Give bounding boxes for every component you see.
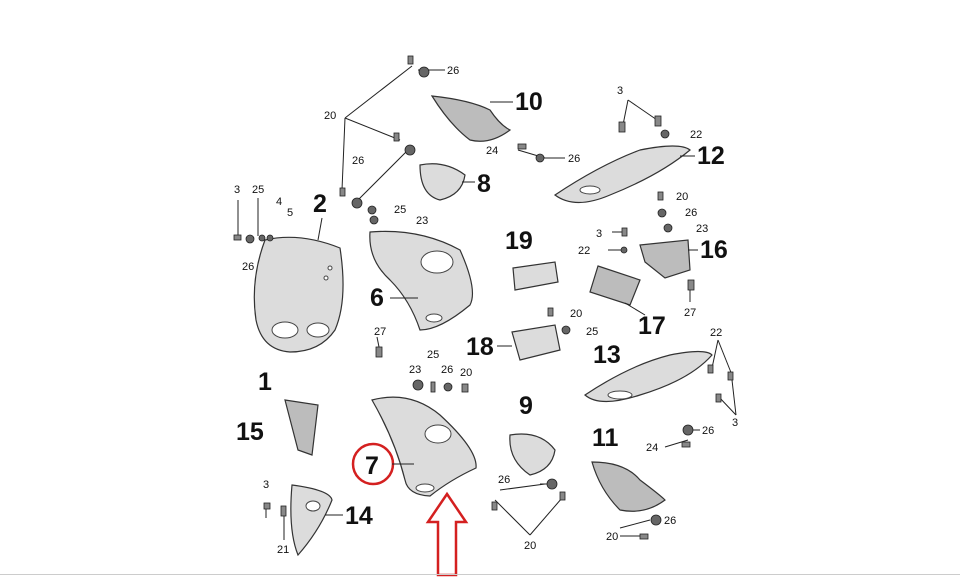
part-1-front-fairing xyxy=(253,236,344,353)
label-3: 3 xyxy=(596,228,602,240)
label-26: 26 xyxy=(568,153,580,165)
label-20: 20 xyxy=(524,540,536,552)
label-4: 4 xyxy=(276,196,282,208)
small-labels: 3 25 4 5 26 20 26 26 25 23 3 22 24 26 20… xyxy=(234,65,738,556)
part-13-side-cover xyxy=(584,350,713,403)
label-22: 22 xyxy=(578,245,590,257)
label-23: 23 xyxy=(416,215,428,227)
label-17: 17 xyxy=(638,312,666,340)
label-24: 24 xyxy=(486,145,498,157)
label-26: 26 xyxy=(242,261,254,273)
label-20: 20 xyxy=(324,110,336,122)
label-7: 7 xyxy=(365,452,379,480)
bottom-divider xyxy=(0,574,960,575)
label-26: 26 xyxy=(498,474,510,486)
label-26: 26 xyxy=(702,425,714,437)
label-20: 20 xyxy=(606,531,618,543)
label-8: 8 xyxy=(477,170,491,198)
label-3: 3 xyxy=(617,85,623,97)
label-26: 26 xyxy=(447,65,459,77)
label-23: 23 xyxy=(696,223,708,235)
label-16: 16 xyxy=(700,236,728,264)
label-12: 12 xyxy=(697,142,725,170)
part-17-mesh xyxy=(589,265,641,306)
part-10-tail-side xyxy=(430,95,512,142)
label-11: 11 xyxy=(592,424,619,452)
label-6: 6 xyxy=(370,284,384,312)
label-18: 18 xyxy=(466,333,494,361)
label-20: 20 xyxy=(676,191,688,203)
label-26: 26 xyxy=(685,207,697,219)
label-26: 26 xyxy=(441,364,453,376)
label-10: 10 xyxy=(515,88,543,116)
label-1: 1 xyxy=(258,368,272,396)
part-7-side-panel-lower xyxy=(371,396,477,497)
label-27: 27 xyxy=(684,307,696,319)
label-3: 3 xyxy=(732,417,738,429)
label-25: 25 xyxy=(586,326,598,338)
part-18-tray xyxy=(511,324,561,361)
label-24: 24 xyxy=(646,442,658,454)
part-6-side-panel-upper xyxy=(369,230,473,331)
label-5: 5 xyxy=(287,207,293,219)
label-23: 23 xyxy=(409,364,421,376)
label-3: 3 xyxy=(263,479,269,491)
part-12-tail-cowl xyxy=(553,145,691,204)
label-26: 26 xyxy=(352,155,364,167)
part-19-box xyxy=(512,261,559,291)
label-25: 25 xyxy=(427,349,439,361)
label-25: 25 xyxy=(394,204,406,216)
label-26: 26 xyxy=(664,515,676,527)
label-15: 15 xyxy=(236,418,264,446)
leader-lines xyxy=(237,65,737,540)
label-22: 22 xyxy=(710,327,722,339)
part-15-air-duct xyxy=(284,399,319,456)
label-9: 9 xyxy=(519,392,533,420)
label-2: 2 xyxy=(313,190,327,218)
part-9-cover xyxy=(509,433,556,476)
label-27: 27 xyxy=(374,326,386,338)
red-arrow-icon xyxy=(425,491,469,577)
label-14: 14 xyxy=(345,502,373,530)
label-20: 20 xyxy=(460,367,472,379)
label-22: 22 xyxy=(690,129,702,141)
fasteners xyxy=(233,55,734,540)
label-25: 25 xyxy=(252,184,264,196)
part-14-inner-panel xyxy=(290,484,333,557)
label-20: 20 xyxy=(570,308,582,320)
part-16-bracket xyxy=(639,239,691,279)
part-8-cover xyxy=(419,163,466,201)
label-13: 13 xyxy=(593,341,621,369)
part-11-tail-side xyxy=(591,461,666,512)
label-21: 21 xyxy=(277,544,289,556)
label-3: 3 xyxy=(234,184,240,196)
label-19: 19 xyxy=(505,227,533,255)
